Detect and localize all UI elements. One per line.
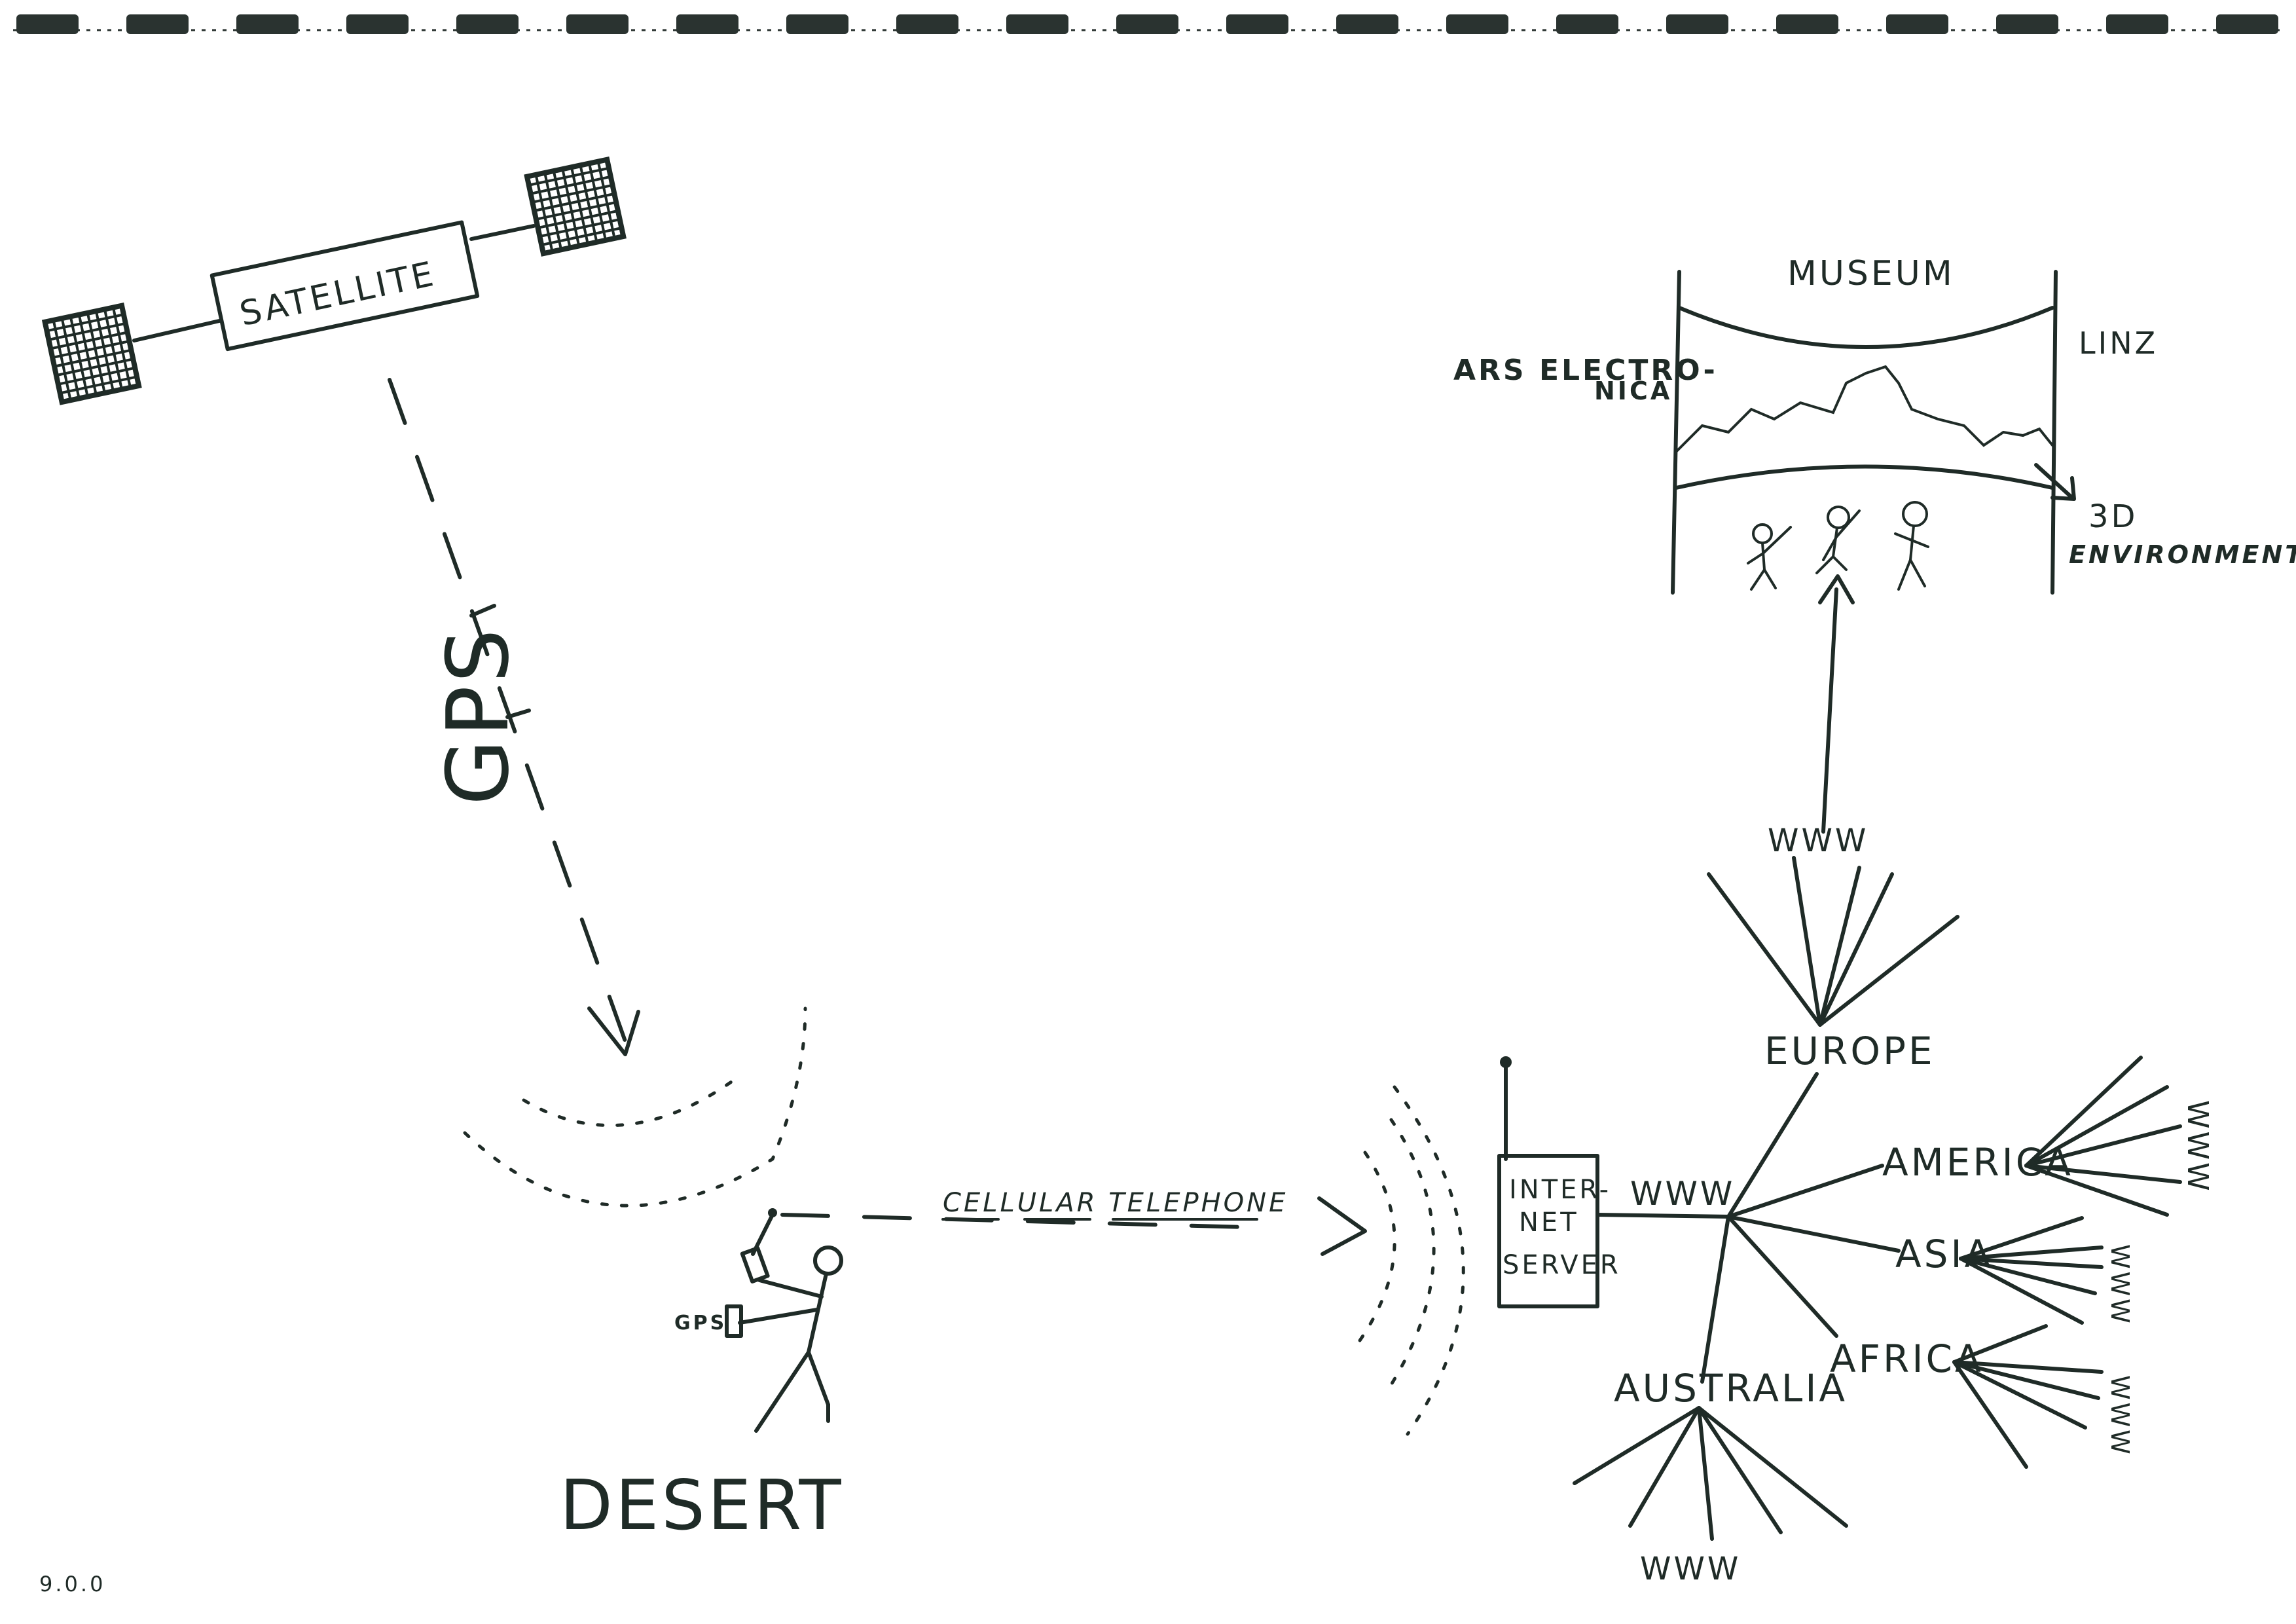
binding-ring xyxy=(236,14,299,34)
africa-fan xyxy=(1952,1324,2104,1469)
ars-electronica-line2: NICA xyxy=(1594,377,1672,405)
desert-signal-waves xyxy=(463,1006,807,1208)
binding-ring xyxy=(1226,14,1288,34)
binding-ring xyxy=(2216,14,2278,34)
binding-ring xyxy=(346,14,409,34)
binding-ring xyxy=(1006,14,1068,34)
binding-ring xyxy=(1556,14,1618,34)
desert-person: GPS xyxy=(674,1208,843,1433)
asia-fan xyxy=(1959,1216,2104,1325)
binding-ring xyxy=(1886,14,1948,34)
server-label-line2: NET xyxy=(1519,1208,1579,1238)
museum-label: MUSEUM xyxy=(1787,254,1955,293)
africa-label: AFRICA xyxy=(1830,1337,1984,1381)
cellular-label: CELLULAR TELEPHONE xyxy=(943,1188,1288,1218)
corner-mark: 9.0.0 xyxy=(39,1572,105,1596)
binding-ring xyxy=(1336,14,1398,34)
cellular-link: CELLULAR TELEPHONE xyxy=(780,1188,1367,1256)
internet-server: INTER- NET SERVER xyxy=(1497,1056,1621,1308)
gps-signal: GPS xyxy=(388,378,640,1056)
network-hub xyxy=(1700,1072,1901,1384)
www-australia-label: WWW xyxy=(1640,1551,1741,1587)
environment-line2: ENVIRONMENT xyxy=(2069,540,2296,569)
satellite-label: SATELLITE xyxy=(236,254,439,334)
server-signal-waves xyxy=(1357,1085,1465,1436)
www-africa-label: WWW xyxy=(2105,1375,2134,1457)
binding-ring xyxy=(786,14,848,34)
gps-device-label: GPS xyxy=(674,1312,727,1335)
linz-label: LINZ xyxy=(2079,325,2158,361)
america-fan xyxy=(2024,1056,2182,1217)
binding-ring xyxy=(456,14,519,34)
binding-ring xyxy=(126,14,189,34)
australia-label: AUSTRALIA xyxy=(1614,1366,1848,1411)
solar-panel-left xyxy=(41,303,142,405)
spiral-binding xyxy=(13,14,2285,34)
binding-ring xyxy=(566,14,629,34)
binding-ring xyxy=(896,14,958,34)
www-asia-label: WWW xyxy=(2105,1244,2134,1326)
satellite-body xyxy=(210,220,480,352)
www-europe-label: WWW xyxy=(1768,822,1868,859)
binding-ring xyxy=(2106,14,2168,34)
museum xyxy=(1671,270,2076,595)
server-label-line1: INTER- xyxy=(1509,1175,1611,1205)
solar-panel-right xyxy=(524,156,627,257)
satellite: SATELLITE xyxy=(41,156,627,405)
server-label-line3: SERVER xyxy=(1503,1250,1621,1280)
binding-ring xyxy=(16,14,79,34)
binding-ring xyxy=(1776,14,1838,34)
environment-line1: 3D xyxy=(2088,498,2138,535)
europe-label: EUROPE xyxy=(1764,1029,1935,1073)
binding-ring xyxy=(1666,14,1728,34)
museum-visitors xyxy=(1747,501,1929,591)
binding-ring xyxy=(1116,14,1178,34)
www-america-label: WWW xyxy=(2181,1100,2214,1194)
www-server-label: WWW xyxy=(1630,1175,1735,1213)
desert-label: DESERT xyxy=(560,1466,844,1545)
australia-fan xyxy=(1573,1406,1848,1541)
ars-electronica-line1: ARS ELECTRO- xyxy=(1453,354,1718,387)
binding-ring xyxy=(1996,14,2058,34)
landscape-horizon xyxy=(1675,365,2054,453)
europe-fan xyxy=(1707,856,1959,1027)
binding-ring xyxy=(676,14,738,34)
binding-ring xyxy=(1446,14,1508,34)
